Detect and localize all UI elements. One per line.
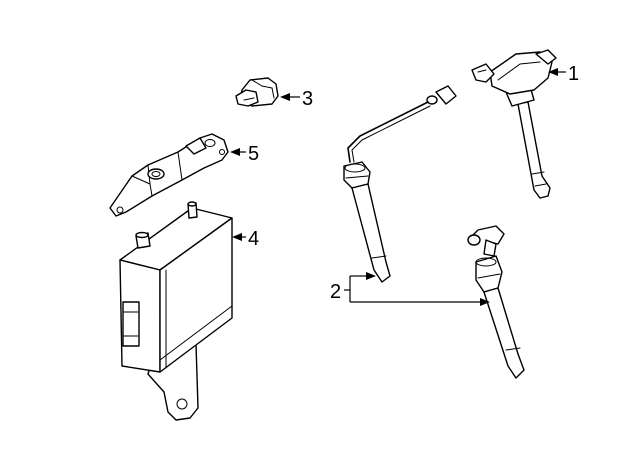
- leader-line-3: [280, 93, 300, 101]
- callout-1: 1: [568, 63, 579, 85]
- sensor-part-3[interactable]: [235, 77, 279, 107]
- callout-2: 2: [330, 281, 341, 303]
- ignition-coil-part-1[interactable]: [471, 49, 557, 199]
- plug-wire-part-2-upper[interactable]: [343, 85, 457, 283]
- leader-line-5: [230, 148, 246, 156]
- plug-wire-part-2-lower[interactable]: [467, 225, 525, 379]
- callout-4: 4: [248, 228, 259, 250]
- leader-line-2: [344, 272, 490, 306]
- control-module-part-4[interactable]: [119, 201, 233, 421]
- callout-5: 5: [248, 143, 259, 165]
- callout-3: 3: [302, 88, 313, 110]
- leader-line-1: [548, 68, 566, 76]
- bracket-part-5[interactable]: [109, 133, 229, 217]
- leader-line-4: [232, 233, 246, 241]
